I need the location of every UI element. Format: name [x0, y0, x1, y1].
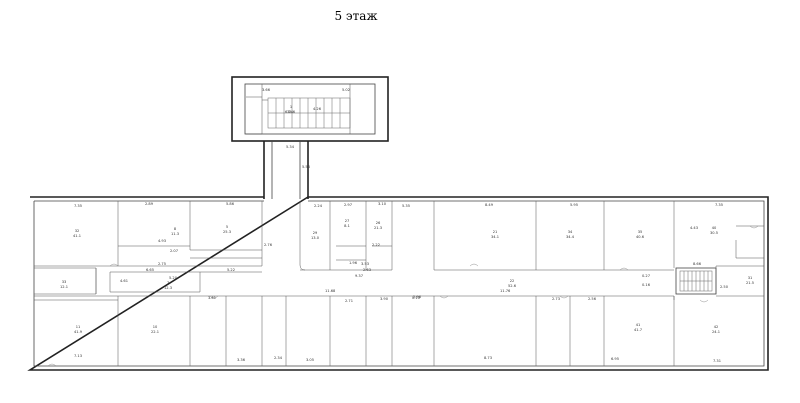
room-area: 41.1: [73, 234, 81, 238]
dimension-label: 3.66: [262, 88, 271, 92]
room-area: 40.6: [636, 235, 645, 239]
dimension-label: 3.05: [306, 358, 314, 362]
room-number: 40: [712, 226, 717, 230]
dimension-label: 2.96: [413, 295, 422, 299]
dimension-label: 3.53: [361, 262, 369, 266]
dimension-label: 2.22: [372, 243, 380, 247]
room-number: 10: [153, 325, 158, 329]
room-number: 42: [714, 325, 719, 329]
room-area: 13.0: [311, 236, 320, 240]
room-area: 21.3: [374, 226, 382, 230]
dimension-label: 7.35: [74, 204, 82, 208]
dimension-label: 5.02: [342, 88, 350, 92]
dimension-label: 3.90: [380, 297, 389, 301]
room-number: 21: [493, 230, 498, 234]
dimension-label: 2.71: [345, 299, 353, 303]
room-area: 24.1: [712, 330, 720, 334]
dimension-label: 0.27: [642, 274, 650, 278]
room-number: 5: [226, 225, 228, 229]
dimension-label: 2.73: [552, 297, 560, 301]
dimension-label: 4.61: [120, 279, 128, 283]
dimension-label: 9.37: [355, 274, 363, 278]
dimension-label: 3.61: [208, 296, 216, 300]
dimension-label: 4.93: [158, 239, 166, 243]
room-number: 31: [748, 276, 753, 280]
dimension-label: 2.07: [170, 249, 178, 253]
room-area: 21.5: [746, 281, 754, 285]
dimension-label: 7.31: [713, 359, 721, 363]
dimension-label: 2.97: [344, 203, 352, 207]
connector-corridor: [263, 141, 309, 199]
room-number: 34: [568, 230, 573, 234]
dimension-label: 0.16: [642, 283, 651, 287]
room-area: 35.6: [287, 110, 296, 114]
dimension-label: 2.56: [588, 297, 597, 301]
dimension-label: 5.56: [302, 165, 311, 169]
room-number: 7: [167, 281, 169, 285]
dimension-label: 2.34: [274, 356, 283, 360]
dimension-label: 2.63: [363, 268, 371, 272]
room-area: 34.4: [566, 235, 575, 239]
room-area: 25.3: [223, 230, 231, 234]
dimension-label: 2.75: [158, 262, 166, 266]
dimension-label: 7.13: [74, 354, 82, 358]
dimension-label: 2.89: [145, 202, 154, 206]
doors: [47, 225, 759, 367]
room-number: 41: [636, 323, 641, 327]
main-block: [27, 196, 769, 371]
dimension-label: 2.24: [314, 204, 323, 208]
dimension-label: 4.43: [690, 226, 698, 230]
dimension-label: 3.10: [378, 202, 387, 206]
room-number: 22: [510, 279, 515, 283]
room-area: 12.1: [60, 285, 68, 289]
dimension-label: 8.73: [484, 356, 492, 360]
dimension-label: 5.34: [286, 145, 295, 149]
room-area: 52.6: [508, 284, 517, 288]
dimension-label: 4.26: [313, 107, 322, 111]
dimension-label: 5.86: [226, 202, 235, 206]
room-number: 35: [638, 230, 643, 234]
room-area: 34.1: [491, 235, 499, 239]
dimension-label: 5.22: [227, 268, 235, 272]
room-number: 26: [376, 221, 381, 225]
room-area: 30.5: [710, 231, 718, 235]
dimension-label: 8.49: [485, 203, 494, 207]
dimension-label: 2.76: [264, 243, 273, 247]
dimension-label: 7.35: [715, 203, 723, 207]
dimension-label: 3.36: [237, 358, 246, 362]
room-number: 8: [174, 227, 177, 231]
room-area: 41.7: [634, 328, 642, 332]
dimension-label: 11.68: [325, 289, 336, 293]
room-area: 22.1: [151, 330, 159, 334]
dimension-label: 5.35: [402, 204, 410, 208]
dimension-label: 6.65: [146, 268, 154, 272]
room-number: 33: [62, 280, 67, 284]
room-area: 8.1: [344, 224, 350, 228]
dimension-label: 8.66: [693, 262, 702, 266]
dimension-label: 0.10: [412, 296, 421, 300]
room-number: 1: [290, 105, 292, 109]
floor-title: 5 этаж: [334, 9, 378, 23]
left-wing-rooms: [34, 201, 287, 366]
dimension-label: 6.95: [611, 357, 619, 361]
dimension-label: 5.20: [169, 276, 178, 280]
room-number: 29: [313, 231, 318, 235]
room-area: 11.3: [171, 232, 179, 236]
dimension-label: 5.95: [570, 203, 578, 207]
room-area: 41.9: [74, 330, 83, 334]
dimension-label: 11.76: [500, 289, 511, 293]
room-number: 32: [75, 229, 80, 233]
room-number: 11: [76, 325, 81, 329]
dimension-label: 6.24: [285, 110, 294, 114]
dimension-label: 1.96: [349, 261, 358, 265]
room-area: 12.3: [164, 286, 172, 290]
stair-tower: [231, 76, 389, 142]
dimension-label: 2.50: [720, 285, 729, 289]
room-number: 27: [345, 219, 350, 223]
